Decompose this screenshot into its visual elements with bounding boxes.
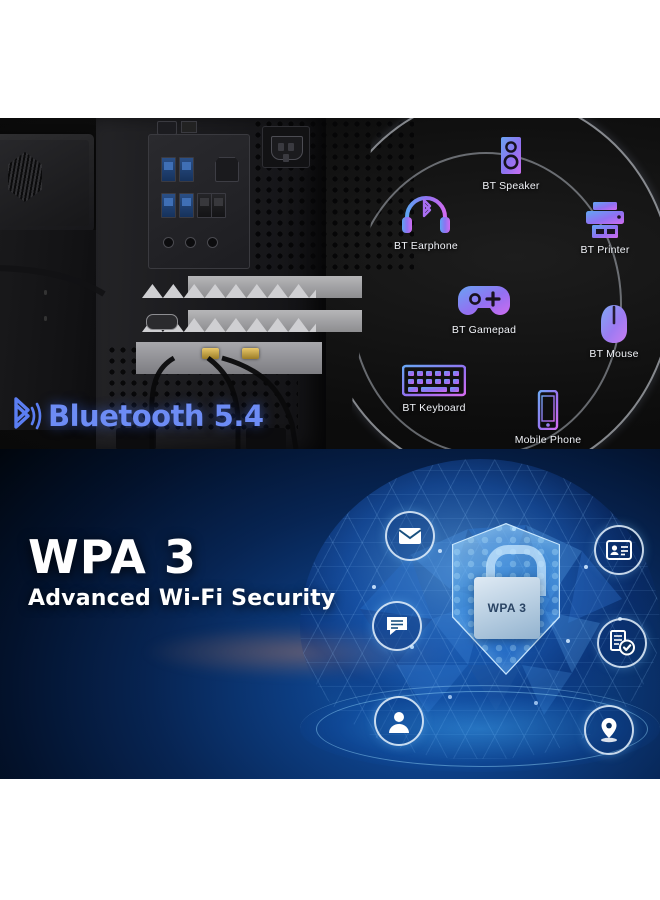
- display-port: [181, 121, 197, 133]
- chat-bubble-icon: [372, 601, 422, 651]
- printer-icon: [583, 200, 627, 240]
- panel-screw-dot: [44, 290, 47, 295]
- expansion-slot-bracket: [142, 276, 362, 302]
- audio-jack: [163, 237, 174, 248]
- lock-shackle: [486, 545, 546, 596]
- usb-3-port: [179, 157, 194, 182]
- usb-3-port: [161, 193, 176, 218]
- ps2-port: [157, 121, 177, 135]
- device-label: BT Printer: [580, 244, 630, 256]
- io-shield-panel: [148, 121, 250, 269]
- expansion-slot-bracket: [142, 310, 362, 336]
- document-check-icon: [597, 618, 647, 668]
- shield-wpa-label: WPA 3: [487, 601, 527, 615]
- bluetooth-signal-icon: [14, 397, 42, 430]
- keyboard-icon: [402, 358, 466, 398]
- mouse-icon: [599, 304, 629, 344]
- wifi-card-bracket: [136, 342, 322, 374]
- device-label: BT Mouse: [589, 348, 639, 360]
- lock-body: WPA 3: [474, 577, 540, 639]
- usb-2-port: [197, 193, 212, 218]
- location-pin-icon: [584, 705, 634, 755]
- device-node-bt-mouse: BT Mouse: [566, 304, 660, 360]
- speaker-icon: [498, 136, 524, 176]
- device-label: BT Keyboard: [402, 402, 466, 414]
- wpa3-title: WPA 3: [28, 530, 197, 584]
- usb-3-port: [179, 193, 194, 218]
- device-label: BT Gamepad: [451, 324, 517, 336]
- usb-2-port: [211, 193, 226, 218]
- envelope-icon: [385, 511, 435, 561]
- device-node-bt-speaker: BT Speaker: [463, 136, 559, 192]
- wpa3-subtitle: Advanced Wi-Fi Security: [28, 586, 336, 611]
- bluetooth-brand-lockup: Bluetooth 5.4: [8, 396, 264, 436]
- dvi-port: [146, 314, 178, 330]
- sma-antenna-connector: [202, 348, 219, 359]
- monitor-speaker-unit: [0, 134, 94, 232]
- panel-screw-dot: [44, 316, 47, 321]
- device-label: Mobile Phone: [514, 434, 582, 446]
- tower-foot: [116, 428, 156, 449]
- ethernet-lan-port: [215, 157, 239, 182]
- device-node-mobile-phone: Mobile Phone: [500, 390, 596, 446]
- gamepad-icon: [457, 280, 511, 320]
- sma-antenna-connector: [242, 348, 259, 359]
- device-node-bt-printer: BT Printer: [557, 200, 653, 256]
- bluetooth-version-label: Bluetooth 5.4: [48, 399, 264, 433]
- user-profile-icon: [374, 696, 424, 746]
- bluetooth-feature-panel: Bluetooth 5.4 BT Speaker: [0, 118, 660, 449]
- id-card-icon: [594, 525, 644, 575]
- audio-jack: [185, 237, 196, 248]
- audio-jack: [207, 237, 218, 248]
- device-node-bt-keyboard: BT Keyboard: [386, 358, 482, 414]
- wpa3-feature-panel: WPA 3 WPA 3 Advanced Wi-Fi Security: [0, 449, 660, 779]
- monitor-stand-body: [0, 230, 104, 430]
- device-node-bt-gamepad: BT Gamepad: [436, 280, 532, 336]
- device-label: BT Earphone: [394, 240, 458, 252]
- smartphone-icon: [537, 390, 559, 430]
- headphones-bluetooth-icon: [400, 196, 452, 236]
- globe-platform-ring: [316, 691, 648, 767]
- wpa3-copy-block: WPA 3 Advanced Wi-Fi Security: [28, 534, 335, 611]
- usb-3-port: [161, 157, 176, 182]
- power-socket-icon: [262, 126, 310, 168]
- device-label: BT Speaker: [482, 180, 540, 192]
- device-node-bt-earphone: BT Earphone: [378, 196, 474, 252]
